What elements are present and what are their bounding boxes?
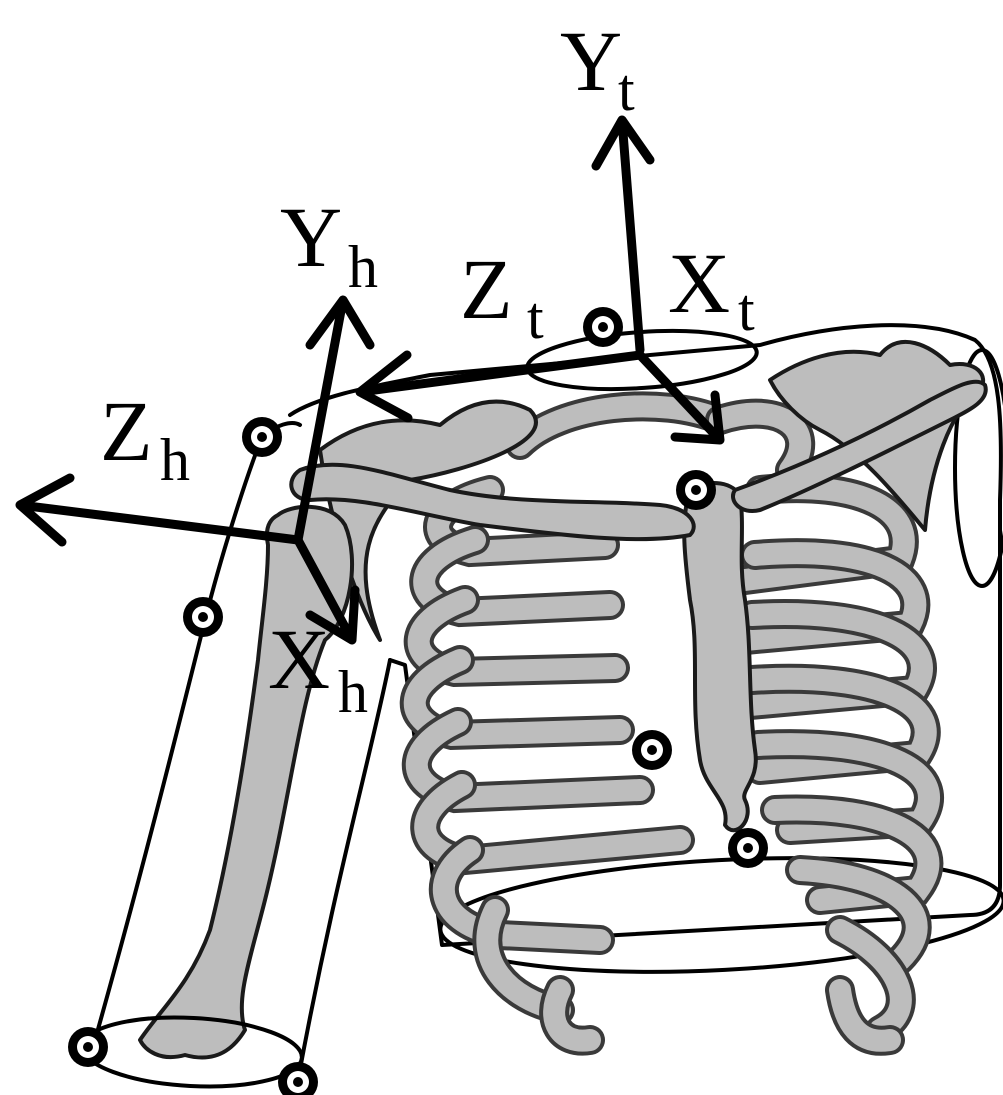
upper-arm-marker xyxy=(183,597,223,637)
trunk-x-label: X xyxy=(668,235,730,331)
trunk-x-subscript: t xyxy=(738,277,755,343)
elbow-lateral-marker xyxy=(68,1027,108,1067)
acromion-marker xyxy=(242,417,282,457)
trunk-z-label: Z xyxy=(460,241,513,337)
xiphoid-marker xyxy=(728,828,768,868)
humerus-y-subscript: h xyxy=(348,234,378,300)
humerus-z-subscript: h xyxy=(160,427,190,493)
right-ribs xyxy=(745,488,929,1030)
sternum xyxy=(684,483,756,830)
trunk-axes xyxy=(360,120,720,440)
elbow-medial-marker xyxy=(278,1062,318,1095)
humerus-y-label: Y xyxy=(280,189,342,285)
humerus-z-axis xyxy=(20,478,298,542)
humerus-x-label: X xyxy=(268,611,330,707)
sternum-top-marker xyxy=(676,470,716,510)
humerus-x-subscript: h xyxy=(338,659,368,725)
trunk-y-subscript: t xyxy=(618,57,635,123)
trunk-y-label: Y xyxy=(560,13,622,109)
trunk-z-subscript: t xyxy=(527,285,544,351)
c7-marker xyxy=(583,307,623,347)
humerus-z-label: Z xyxy=(100,383,153,479)
sternum-mid-marker xyxy=(632,730,672,770)
